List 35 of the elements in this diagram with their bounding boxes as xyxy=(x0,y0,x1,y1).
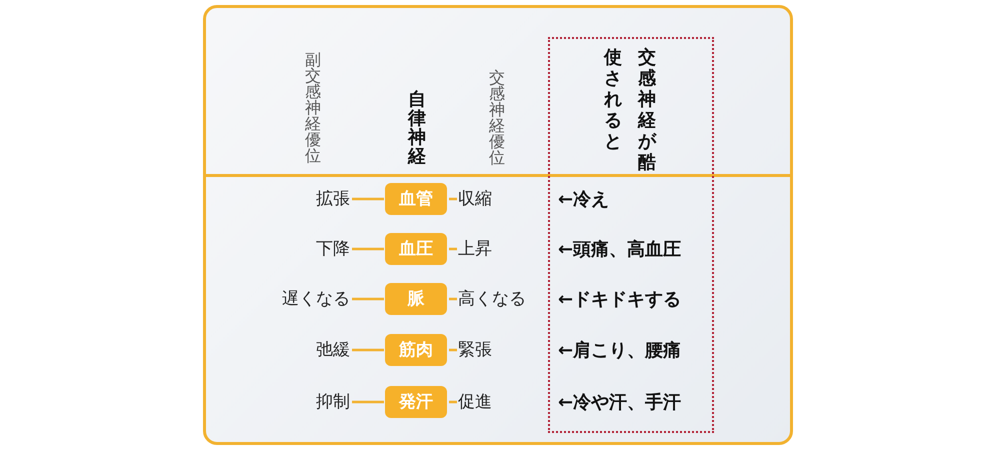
connector-line xyxy=(352,348,384,352)
effect-text: 弛緩 xyxy=(316,339,350,361)
symptom-text: ←冷や汗、手汗 xyxy=(558,391,682,414)
effect-text: 上昇 xyxy=(458,238,492,260)
symptom-text: ←肩こり、腰痛 xyxy=(558,339,682,362)
symptom-text: ←冷え xyxy=(558,188,610,211)
column-heading: 自律神経 xyxy=(407,90,427,166)
connector-line xyxy=(449,348,457,352)
connector-line xyxy=(449,298,457,300)
category-box: 血圧 xyxy=(385,233,447,265)
effect-text: 下降 xyxy=(316,238,350,260)
symptom-text: ←頭痛、高血圧 xyxy=(558,238,682,261)
effect-text: 抑制 xyxy=(316,391,350,413)
category-box: 発汗 xyxy=(385,386,447,418)
connector-line xyxy=(449,198,457,200)
effect-text: 高くなる xyxy=(458,288,526,310)
effect-text: 拡張 xyxy=(316,188,350,210)
symptom-text: ←ドキドキする xyxy=(558,288,682,311)
column-heading: 副交感神経優位 xyxy=(304,52,322,164)
effect-text: 緊張 xyxy=(458,339,492,361)
dashed-frame xyxy=(548,37,714,433)
column-heading: 交感神経優位 xyxy=(488,70,506,166)
column-heading: 交感神経が酷使されると xyxy=(602,47,658,173)
effect-text: 促進 xyxy=(458,391,492,413)
connector-line xyxy=(449,248,457,250)
connector-line xyxy=(352,198,384,200)
category-box: 脈 xyxy=(385,283,447,315)
effect-text: 収縮 xyxy=(458,188,492,210)
connector-line xyxy=(352,400,384,404)
category-box: 筋肉 xyxy=(385,334,447,366)
connector-line xyxy=(352,248,384,250)
connector-line xyxy=(352,298,384,300)
effect-text: 遅くなる xyxy=(282,288,350,310)
category-box: 血管 xyxy=(385,183,447,215)
connector-line xyxy=(449,400,457,404)
